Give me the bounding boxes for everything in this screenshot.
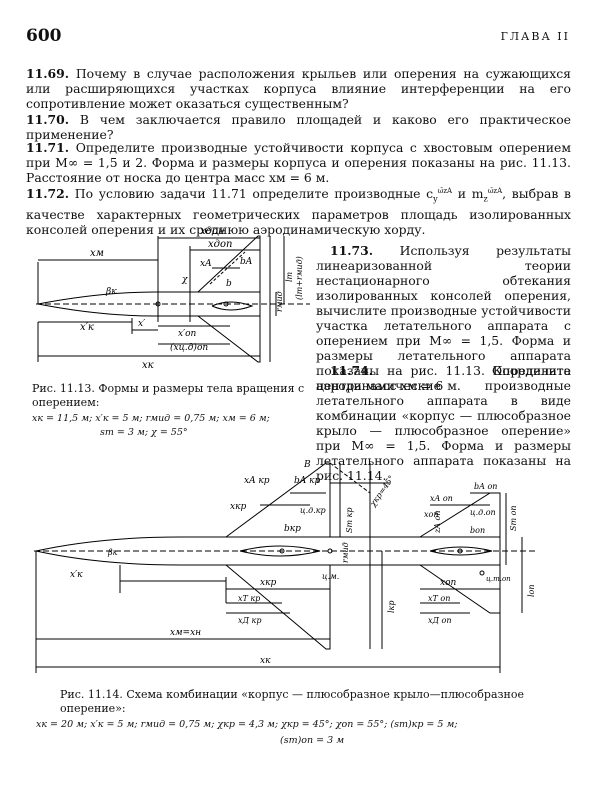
label-xdop: xдоп [208,239,232,250]
figure-11-14-params-1: xк = 20 м; x′к = 5 м; rмид = 0,75 м; χкр… [36,719,458,730]
sub-z: z [483,194,488,204]
label-za-op: zA оп [433,510,442,534]
label-ba-kr: bA кр [294,476,320,486]
label-b-op: bоп [470,526,485,535]
label-sm-kr: Sm кр [345,507,354,533]
label-l-kr: lкр [387,601,396,613]
page-number: 600 [26,26,62,46]
problem-number: 11.74. [330,363,374,378]
label-rmid-14: rмид [341,542,350,563]
label-xk-prime: x′к [80,322,94,333]
label-xop: x′оп [178,329,197,339]
label-lt: lт [285,271,294,282]
figure-11-14-params-2: (sт)оп = 3 м [280,735,345,746]
label-cdt-op: ц.т.оп [486,575,511,583]
problem-11-70: 11.70. В чем заключается правило площаде… [26,112,571,142]
label-b-kr: bкр [284,524,301,534]
label-xt-kr: xT кр [238,594,260,603]
label-rmid: rмид [275,291,284,312]
problem-text: Почему в случае расположения крыльев или… [26,66,571,111]
label-beta: βк [105,287,117,297]
label-chi: χ [181,275,188,285]
label-b: b [226,279,232,289]
label-xd-op: xД оп [428,616,452,625]
label-xcd: (xц.д)оп [170,342,208,353]
problem-text-a: По условию задачи 11.71 определите произ… [74,186,434,202]
label-beta-14: βк [107,548,118,557]
chapter-title: ГЛАВА II [500,30,570,43]
label-xprime: x′ [138,319,145,329]
label-xa: xA [200,259,212,269]
problem-11-73: 11.73. Используя результаты линеаризован… [316,243,571,393]
problem-text-c: , выбрав в качестве характерных геометри… [26,186,571,237]
sub-y: y [433,194,438,204]
problem-text-b: и m [457,186,484,202]
label-xm: xм [90,248,104,259]
problem-number: 11.70. [26,112,70,127]
label-dt: (lт+rмид) [295,256,304,300]
label-xt-op: xT оп [428,594,450,603]
label-x-op: xоп [424,510,438,519]
label-xa-kr: xA кр [244,476,270,486]
label-xm-xn: xм=xн [170,628,201,638]
problem-number: 11.72. [26,186,70,202]
problem-text: В чем заключается правило площадей и как… [26,112,571,142]
sup-omega-2: ω̄zA [487,187,503,195]
problem-11-74: 11.74. Определите аэродинамические произ… [316,363,571,483]
label-xa-op: xA оп [430,494,453,503]
label-xd-kr: xД кр [238,616,261,625]
sup-omega: ω̄zA [437,187,453,195]
problem-11-71: 11.71. Определите производные устойчивос… [26,140,571,185]
figure-11-14-caption: Рис. 11.14. Схема комбинации «корпус — п… [60,688,524,715]
problem-text: Определите производные устойчивости корп… [26,140,571,185]
label-b-point: B [303,460,311,470]
label-cd-kr: ц.д.кр [300,506,326,515]
label-ba-op: bA оп [474,482,497,491]
figure-11-14: B xA кр bA кр xкр ц.д.кр bкр χкр=45° Sm … [34,460,536,673]
label-x-kr-2: xкр [260,578,276,588]
problem-11-72-head: 11.72. По условию задачи 11.71 определит… [26,184,571,237]
label-xk-14: xк [260,656,271,666]
problem-number: 11.73. [330,243,374,258]
problem-number: 11.69. [26,66,70,81]
label-xdon: xдон [200,226,225,237]
label-cd-op: ц.д.оп [470,508,496,517]
label-sm-op: Sm оп [509,505,518,531]
figure-11-13: xм xдон xдоп xA bA b χ βк x′к x′ x′оп (x… [36,226,310,371]
label-xk: xк [142,360,154,371]
problem-text: Определите аэродинамические производные … [316,363,571,483]
label-x-kr: xкр [230,502,246,512]
problem-text: Используя результаты линеаризованной тео… [316,243,571,393]
problem-11-69: 11.69. Почему в случае расположения крыл… [26,66,571,111]
figure-11-13-caption: Рис. 11.13. Формы и размеры тела вращени… [32,382,305,409]
label-x-op-2: xоп [440,578,456,588]
label-xk-prime-14: x′к [70,570,83,580]
label-cm: ц.м. [322,572,339,581]
figure-11-13-params-2: sт = 3 м; χ = 55° [100,427,188,438]
label-ba: bA [240,257,253,267]
figure-11-13-params-1: xк = 11,5 м; x′к = 5 м; rмид = 0,75 м; x… [32,413,270,424]
label-chi-kr: χкр=45° [368,474,396,509]
problem-number: 11.71. [26,140,70,155]
label-l-op: lоп [527,584,536,597]
